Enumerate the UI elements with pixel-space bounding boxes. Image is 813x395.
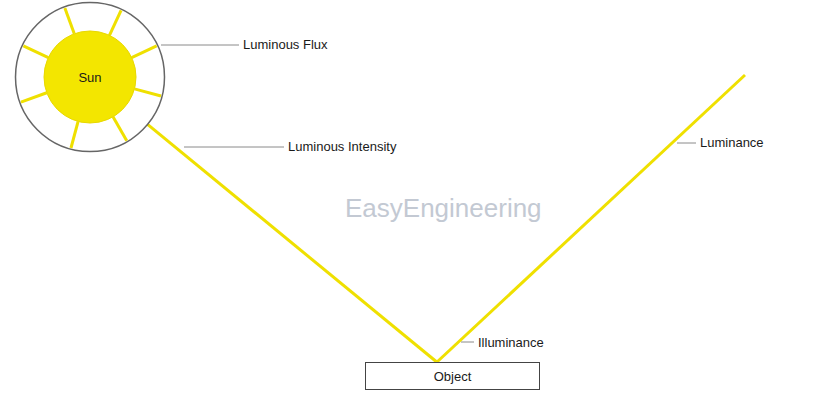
sun-ray — [21, 93, 47, 102]
sun-ray — [113, 117, 127, 141]
sun-ray — [23, 46, 48, 58]
quantity-label: Luminous Intensity — [288, 139, 396, 154]
sun-halo — [16, 3, 165, 152]
sun-disc — [44, 31, 136, 123]
node-text: Object — [434, 369, 472, 384]
quantity-label: Luminance — [700, 135, 764, 150]
watermark: EasyEngineering — [345, 193, 542, 223]
sun-ray — [134, 89, 161, 96]
leader-line — [184, 147, 284, 148]
object-box: Object — [365, 362, 540, 390]
quantity-label: Illuminance — [478, 335, 544, 350]
leader-line — [161, 45, 239, 46]
sun-ray — [65, 8, 74, 34]
node-text: Sun — [78, 70, 101, 85]
leader-line — [461, 342, 474, 343]
leader-line — [677, 143, 696, 144]
sun-ray — [71, 121, 78, 148]
quantity-label: Luminous Flux — [243, 37, 328, 52]
sun-ray — [109, 10, 121, 35]
light-ray — [148, 124, 437, 362]
sun-circle: Sun — [14, 1, 166, 153]
sun-ray — [132, 46, 157, 58]
